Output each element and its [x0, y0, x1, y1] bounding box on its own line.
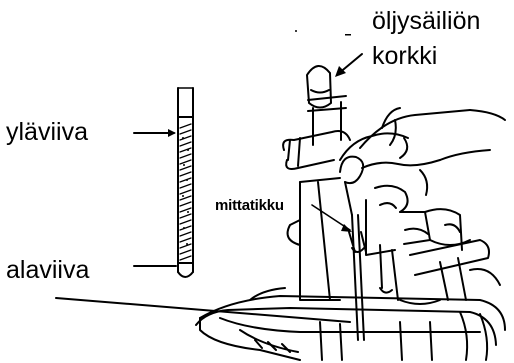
dipstick-detail: [178, 88, 193, 277]
dipstick-label: mittatikku: [215, 198, 284, 213]
lower-line-label: alaviiva: [6, 258, 89, 283]
dipstick-pointer: [312, 205, 352, 232]
upper-line-pointer: [134, 129, 176, 137]
scan-specks: [295, 30, 351, 36]
upper-line-label: yläviiva: [6, 120, 88, 145]
oil-tank-cap-label-line1: öljysäiliön: [372, 9, 480, 34]
oil-tank-cap-label-line2: korkki: [372, 44, 437, 69]
